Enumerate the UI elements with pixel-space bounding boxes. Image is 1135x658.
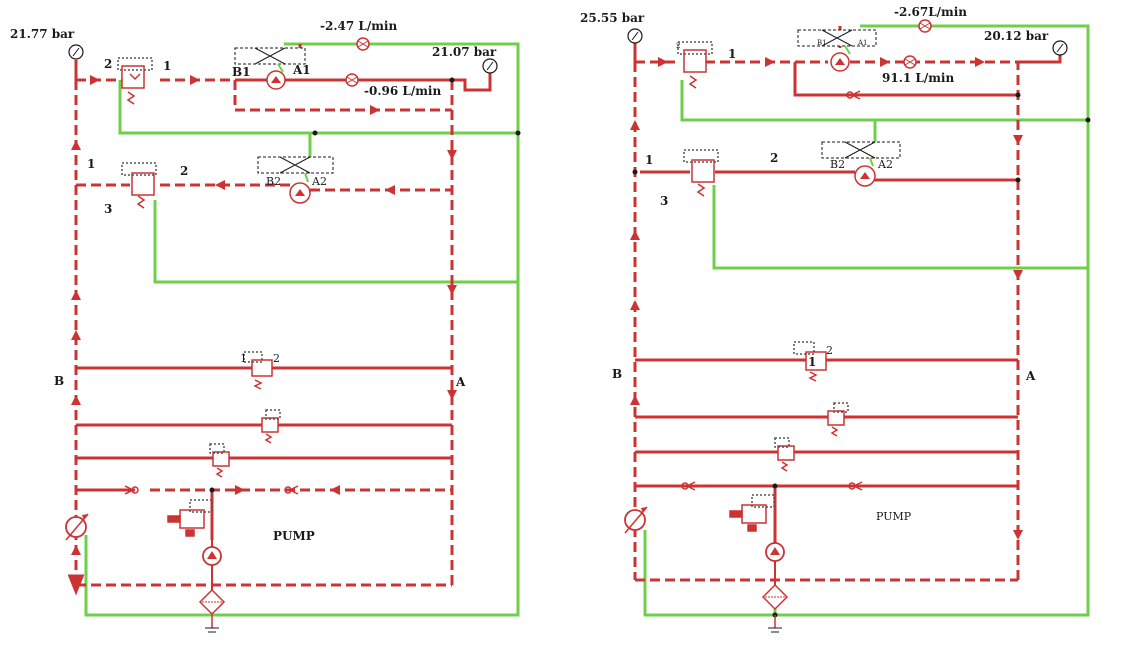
left-motor-a2 bbox=[257, 156, 334, 204]
right-label-b1: B1 bbox=[817, 39, 827, 47]
right-valve-port-2: 2 bbox=[826, 344, 833, 357]
left-valve-port-2: 2 bbox=[273, 352, 280, 365]
left-label-a: A bbox=[455, 375, 466, 389]
right-relief-valve-3 bbox=[793, 341, 827, 382]
right-port-2a: 2 bbox=[676, 42, 680, 50]
left-relief-valve-5 bbox=[209, 443, 230, 478]
left-junctions bbox=[209, 77, 521, 493]
right-port-1b: 1 bbox=[645, 153, 653, 167]
left-port-2b: 2 bbox=[180, 164, 188, 178]
left-relief-valve-4 bbox=[261, 409, 281, 444]
left-label-a2: A2 bbox=[311, 175, 327, 188]
left-flow-meter-top bbox=[356, 37, 370, 51]
left-label-a1: A1 bbox=[292, 63, 311, 77]
left-port-1a: 1 bbox=[163, 59, 171, 73]
right-flow-arrows bbox=[630, 57, 1023, 540]
right-motor-a2 bbox=[821, 141, 901, 187]
right-motor-a1 bbox=[797, 29, 877, 72]
left-dashed-lines bbox=[67, 78, 454, 596]
right-check-valve-1 bbox=[681, 481, 696, 491]
left-circuit: 21.77 bar -2.47 L/min 21.07 bar -0.96 L/… bbox=[10, 19, 521, 633]
left-pressure-gauge-right bbox=[482, 58, 498, 74]
left-flow-mid: -0.96 L/min bbox=[364, 84, 441, 98]
right-port-2b: 2 bbox=[770, 151, 778, 165]
right-label-a2: A2 bbox=[877, 158, 893, 171]
left-pressure-right: 21.07 bar bbox=[432, 45, 497, 59]
right-check-valve-top bbox=[846, 90, 861, 100]
right-pressure-gauge-right bbox=[1052, 40, 1068, 56]
left-variable-pump bbox=[65, 513, 89, 541]
right-label-a1: A1 bbox=[857, 39, 868, 47]
right-return-lines bbox=[643, 24, 1090, 617]
right-label-b2: B2 bbox=[830, 158, 845, 171]
right-pump-motor bbox=[765, 542, 785, 585]
left-pump-motor bbox=[202, 540, 222, 590]
left-flow-arrows bbox=[71, 75, 457, 555]
right-relief-valve-1 bbox=[677, 41, 713, 89]
right-filter bbox=[761, 583, 789, 633]
right-pressure-relief-pump bbox=[729, 494, 775, 532]
left-relief-valve-3 bbox=[243, 351, 273, 390]
right-pressure-reading: 25.55 bar bbox=[580, 11, 645, 25]
left-flow-meter-mid bbox=[345, 73, 359, 87]
left-flow-top: -2.47 L/min bbox=[320, 19, 397, 33]
right-valve-port-1: 1 bbox=[808, 355, 816, 369]
right-check-valve-2 bbox=[848, 481, 863, 491]
right-dashed-lines bbox=[633, 60, 1020, 582]
right-label-a: A bbox=[1025, 369, 1036, 383]
left-relief-valve-1 bbox=[117, 57, 153, 105]
right-port-3: 3 bbox=[660, 194, 668, 208]
left-valve-port-1: 1 bbox=[240, 352, 247, 365]
left-check-valve-1 bbox=[124, 485, 139, 495]
right-flow-top: -2.67L/min bbox=[894, 5, 967, 19]
left-motor-a1 bbox=[234, 47, 306, 90]
right-junctions bbox=[632, 92, 1091, 618]
right-relief-valve-2 bbox=[683, 149, 719, 197]
left-pressure-lines bbox=[76, 44, 492, 540]
left-pump-label: PUMP bbox=[273, 529, 315, 543]
left-return-lines bbox=[84, 42, 520, 617]
right-relief-valve-5 bbox=[774, 437, 795, 472]
left-port-1b: 1 bbox=[87, 157, 95, 171]
right-circuit: 25.55 bar -2.67L/min 20.12 bar 91.1 L/mi… bbox=[580, 5, 1091, 633]
left-label-b2: B2 bbox=[266, 175, 281, 188]
right-relief-valve-4 bbox=[827, 402, 849, 437]
left-pressure-gauge bbox=[68, 44, 84, 80]
right-pressure-lines bbox=[635, 26, 1062, 545]
right-pump-label: PUMP bbox=[876, 510, 912, 523]
right-flow-mid: 91.1 L/min bbox=[882, 71, 954, 85]
left-filter bbox=[198, 588, 226, 633]
left-label-b1: B1 bbox=[232, 65, 251, 79]
right-port-1a: 1 bbox=[728, 47, 736, 61]
left-port-2a: 2 bbox=[104, 57, 112, 71]
left-check-valve-2 bbox=[284, 485, 299, 495]
left-label-b: B bbox=[54, 374, 64, 388]
left-relief-valve-2 bbox=[121, 162, 157, 209]
right-label-b: B bbox=[612, 367, 622, 381]
left-port-3: 3 bbox=[104, 202, 112, 216]
right-flow-meter-mid bbox=[903, 55, 917, 69]
right-variable-pump bbox=[624, 506, 648, 534]
left-pressure-relief-pump bbox=[167, 499, 213, 537]
left-pressure-reading: 21.77 bar bbox=[10, 27, 75, 41]
right-pressure-gauge bbox=[627, 28, 643, 62]
right-pressure-right: 20.12 bar bbox=[984, 29, 1049, 43]
right-flow-meter-top bbox=[918, 19, 932, 33]
